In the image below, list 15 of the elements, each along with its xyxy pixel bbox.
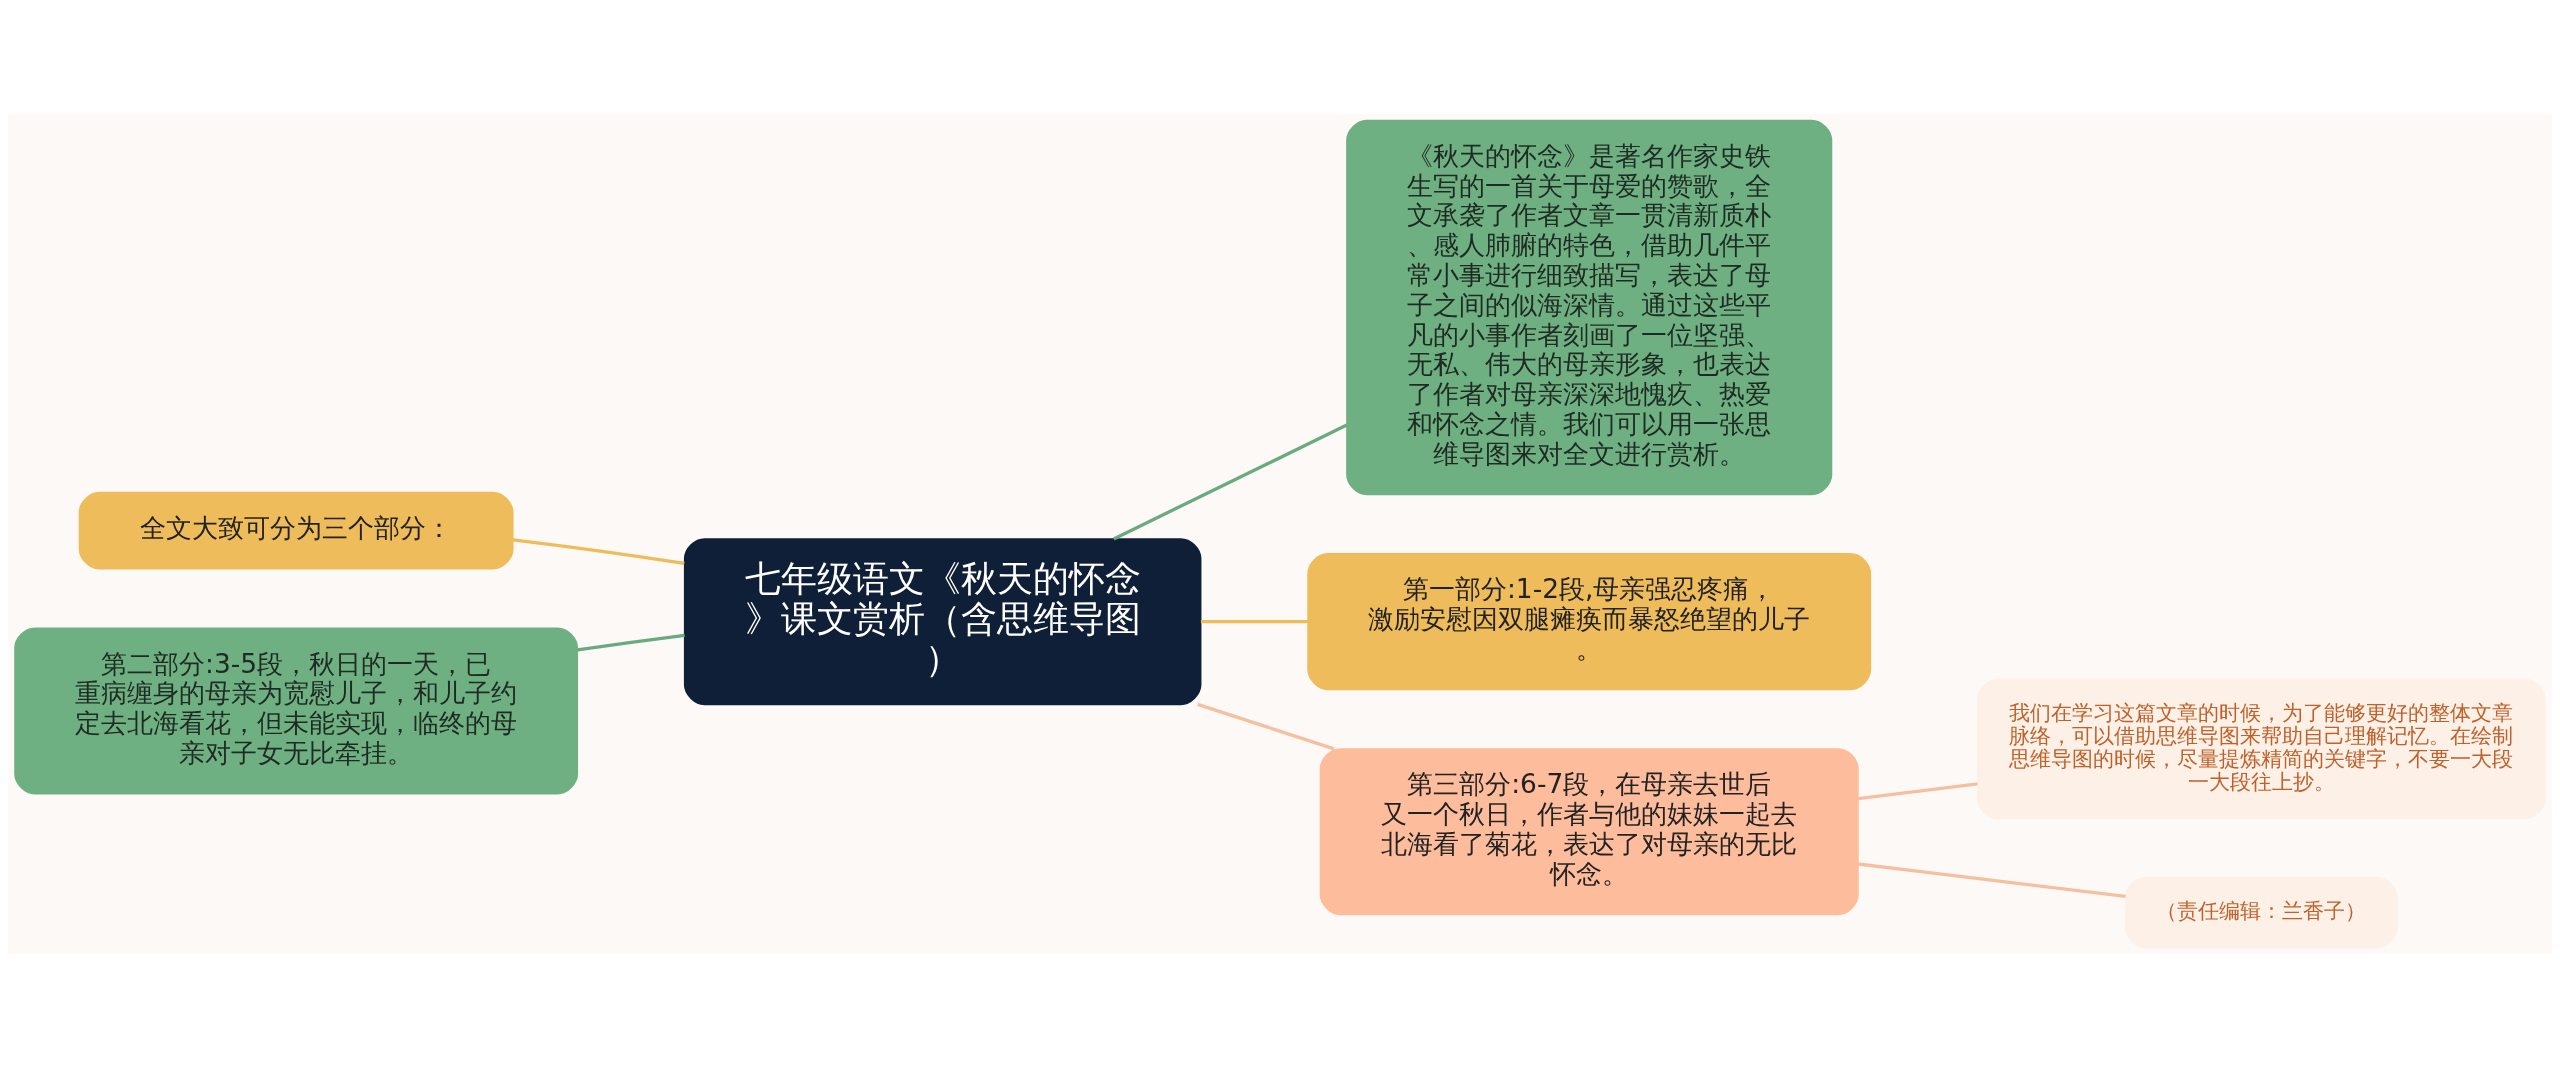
node-box: 第二部分:3-5段，秋日的一天，已重病缠身的母亲为宽慰儿子，和儿子约定去北海看花，但未能实现，临终的母亲对子女无比牵挂。 — [14, 626, 579, 794]
node-box: 《秋天的怀念》是著名作家史铁生写的一首关于母爱的赞歌，全文承袭了作者文章一贯清新质朴、感人肺腑的特色，借助几件平常小事进行细致描写，表达了母子之间的似海深情。通过这些平凡的小事作者刻画了一位坚强、无私、伟大的母亲形象，也表达了作者对母亲深深地愧疚、热爱和怀念之情。我们可以用一张思维导图来对全文进行赏析。 — [1346, 119, 1833, 495]
node-box: 第三部分:6-7段，在母亲去世后又一个秋日，作者与他的妹妹一起去北海看了菊花，表达了对母亲的无比怀念。 — [1319, 747, 1859, 915]
connector — [1857, 781, 1978, 800]
node-box: 第一部分:1-2段,母亲强忍疼痛，激励安慰因双腿瘫痪而暴怒绝望的儿子。 — [1307, 552, 1872, 690]
node-box: 七年级语文《秋天的怀念》课文赏析（含思维导图） — [683, 537, 1202, 705]
connector — [1200, 619, 1308, 623]
node-box: （责任编辑：兰香子） — [2124, 876, 2398, 948]
node-box: 全文大致可分为三个部分： — [78, 491, 514, 570]
connector — [1857, 861, 2126, 898]
connector — [577, 633, 685, 652]
connector — [1113, 423, 1348, 540]
connector — [512, 537, 685, 565]
node-box: 我们在学习这篇文章的时候，为了能够更好的整体文章脉络，可以借助思维导图来帮助自己理解记忆。在绘制思维导图的时候，尽量提炼精简的关键字，不要一大段一大段往上抄。 — [1976, 678, 2546, 819]
connector — [1197, 702, 1335, 750]
